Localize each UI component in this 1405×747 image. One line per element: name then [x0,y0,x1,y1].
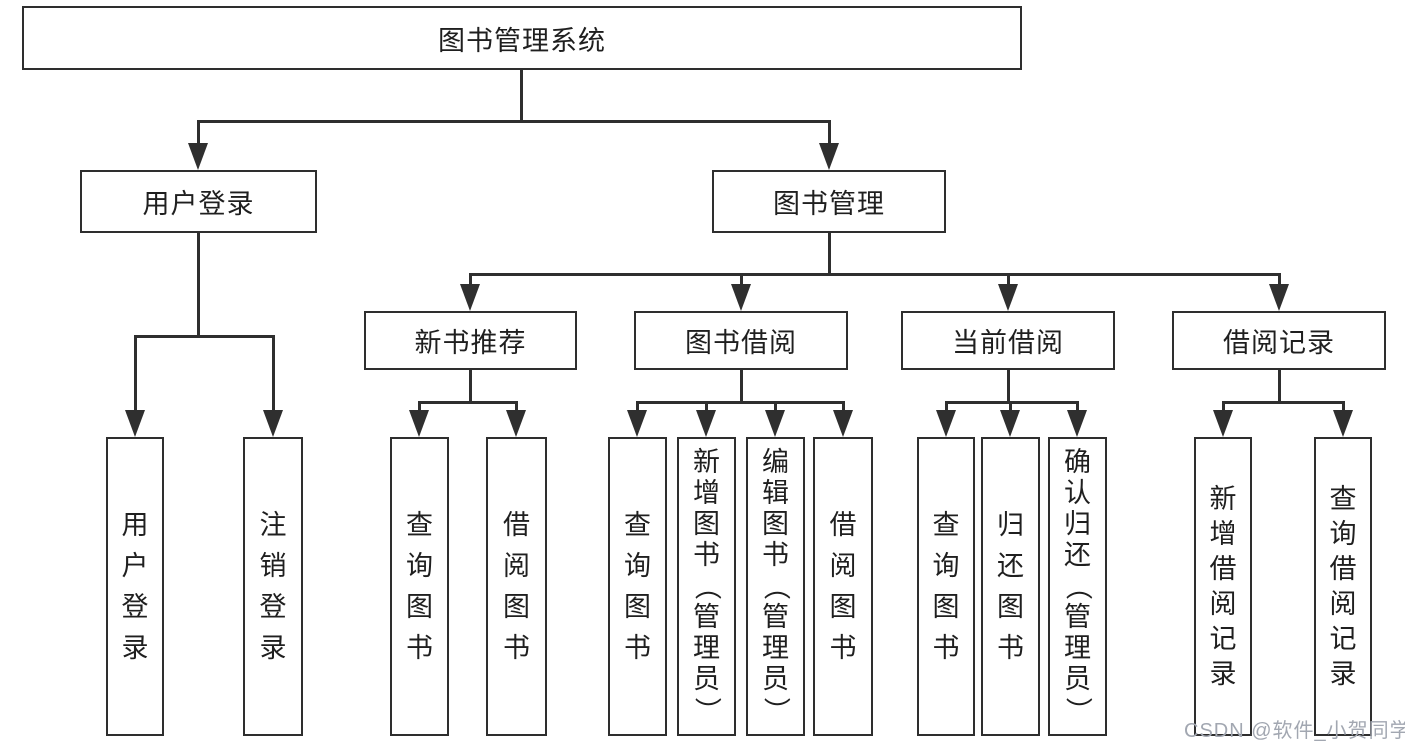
arrowhead [1067,410,1087,437]
arrowhead [819,143,839,170]
arrowhead [506,410,526,437]
node-book-management-label: 图书管理 [773,189,885,219]
connector-new-rec-stem [469,369,472,404]
node-book-borrow-label: 图书借阅 [685,328,797,358]
arrowhead [998,284,1018,311]
node-new-book-recommend-label: 新书推荐 [414,328,527,358]
connector-arrow-line [418,401,421,413]
connector-book-borrow-branch [636,401,845,404]
leaf-confirm-return-admin: 确认归还（管理员） [1048,437,1107,736]
arrowhead [1333,410,1353,437]
connector-arrow-line [1009,401,1012,413]
leaf-add-borrow-record-label: 新增借阅记录 [1209,483,1237,689]
connector-borrow-record-branch [1222,401,1345,404]
leaf-edit-books-admin-label: 编辑图书（管理员） [761,447,791,725]
connector-arrow-line [740,273,743,289]
arrowhead [125,410,145,437]
connector-level3-branch [469,273,1281,276]
connector-book-mgmt-stem [828,231,831,274]
connector-arrow-line [1342,401,1345,413]
connector-current-borrow-branch [945,401,1079,404]
arrowhead [460,284,480,311]
connector-root-stem [520,69,523,122]
connector-book-borrow-stem [740,369,743,404]
node-borrow-record: 借阅记录 [1172,311,1386,370]
leaf-query-borrow-record-label: 查询借阅记录 [1329,483,1357,689]
node-current-borrow-label: 当前借阅 [952,328,1064,358]
arrowhead [765,410,785,437]
leaf-query-books-borrow: 查询图书 [608,437,667,736]
node-root-system: 图书管理系统 [22,6,1022,70]
node-book-borrow: 图书借阅 [634,311,848,370]
arrowhead [188,143,208,170]
node-new-book-recommend: 新书推荐 [364,311,577,370]
leaf-logout: 注销登录 [243,437,303,736]
leaf-return-books-label: 归还图书 [997,509,1024,663]
node-borrow-record-label: 借阅记录 [1223,328,1335,358]
connector-user-login-stem [197,231,200,336]
connector-arrow-line [945,401,948,413]
leaf-edit-books-admin: 编辑图书（管理员） [746,437,805,736]
leaf-borrow-books-recommend-label: 借阅图书 [503,509,530,663]
connector-user-login-branch [134,335,274,338]
leaf-user-login: 用户登录 [106,437,164,736]
leaf-logout-label: 注销登录 [259,509,287,663]
arrowhead [936,410,956,437]
connector-new-rec-branch [418,401,518,404]
leaf-add-books-admin: 新增图书（管理员） [677,437,736,736]
connector-arrow-line [469,273,472,289]
node-user-login-label: 用户登录 [142,189,255,219]
leaf-add-borrow-record: 新增借阅记录 [1194,437,1252,736]
leaf-borrow-books-label: 借阅图书 [829,509,857,663]
connector-arrow-line [705,401,708,413]
arrowhead [696,410,716,437]
connector-arrow-line [842,401,845,413]
connector-arrow-line [1007,273,1010,289]
arrowhead [731,284,751,311]
leaf-query-books-borrow-label: 查询图书 [624,509,651,663]
node-root-label: 图书管理系统 [438,25,606,56]
node-book-management: 图书管理 [712,170,946,233]
connector-arrow-line [1278,273,1281,289]
connector-arrow-line [828,120,831,148]
csdn-watermark: CSDN @软件_小贺同学 [1184,720,1405,742]
arrowhead [833,410,853,437]
leaf-query-books-recommend-label: 查询图书 [406,509,433,663]
connector-current-borrow-stem [1007,369,1010,404]
leaf-query-borrow-record: 查询借阅记录 [1314,437,1372,736]
arrowhead [1269,284,1289,311]
leaf-confirm-return-admin-label: 确认归还（管理员） [1063,447,1093,725]
arrowhead [409,410,429,437]
arrowhead [627,410,647,437]
connector-arrow-line [515,401,518,413]
arrowhead [263,410,283,437]
connector-arrow-line [1222,401,1225,413]
connector-arrow-line [636,401,639,413]
leaf-query-books-current-label: 查询图书 [932,509,960,663]
connector-arrow-line [774,401,777,413]
leaf-borrow-books: 借阅图书 [813,437,873,736]
node-user-login: 用户登录 [80,170,317,233]
connector-level2-branch [197,120,831,123]
leaf-add-books-admin-label: 新增图书（管理员） [692,447,722,725]
arrowhead [1213,410,1233,437]
connector-arrow-line [272,335,275,413]
connector-arrow-line [1076,401,1079,413]
leaf-return-books: 归还图书 [981,437,1040,736]
leaf-user-login-label: 用户登录 [121,509,149,663]
connector-arrow-line [197,120,200,148]
node-current-borrow: 当前借阅 [901,311,1115,370]
leaf-query-books-recommend: 查询图书 [390,437,449,736]
connector-borrow-record-stem [1278,369,1281,404]
arrowhead [1000,410,1020,437]
leaf-borrow-books-recommend: 借阅图书 [486,437,547,736]
leaf-query-books-current: 查询图书 [917,437,975,736]
connector-arrow-line [134,335,137,413]
